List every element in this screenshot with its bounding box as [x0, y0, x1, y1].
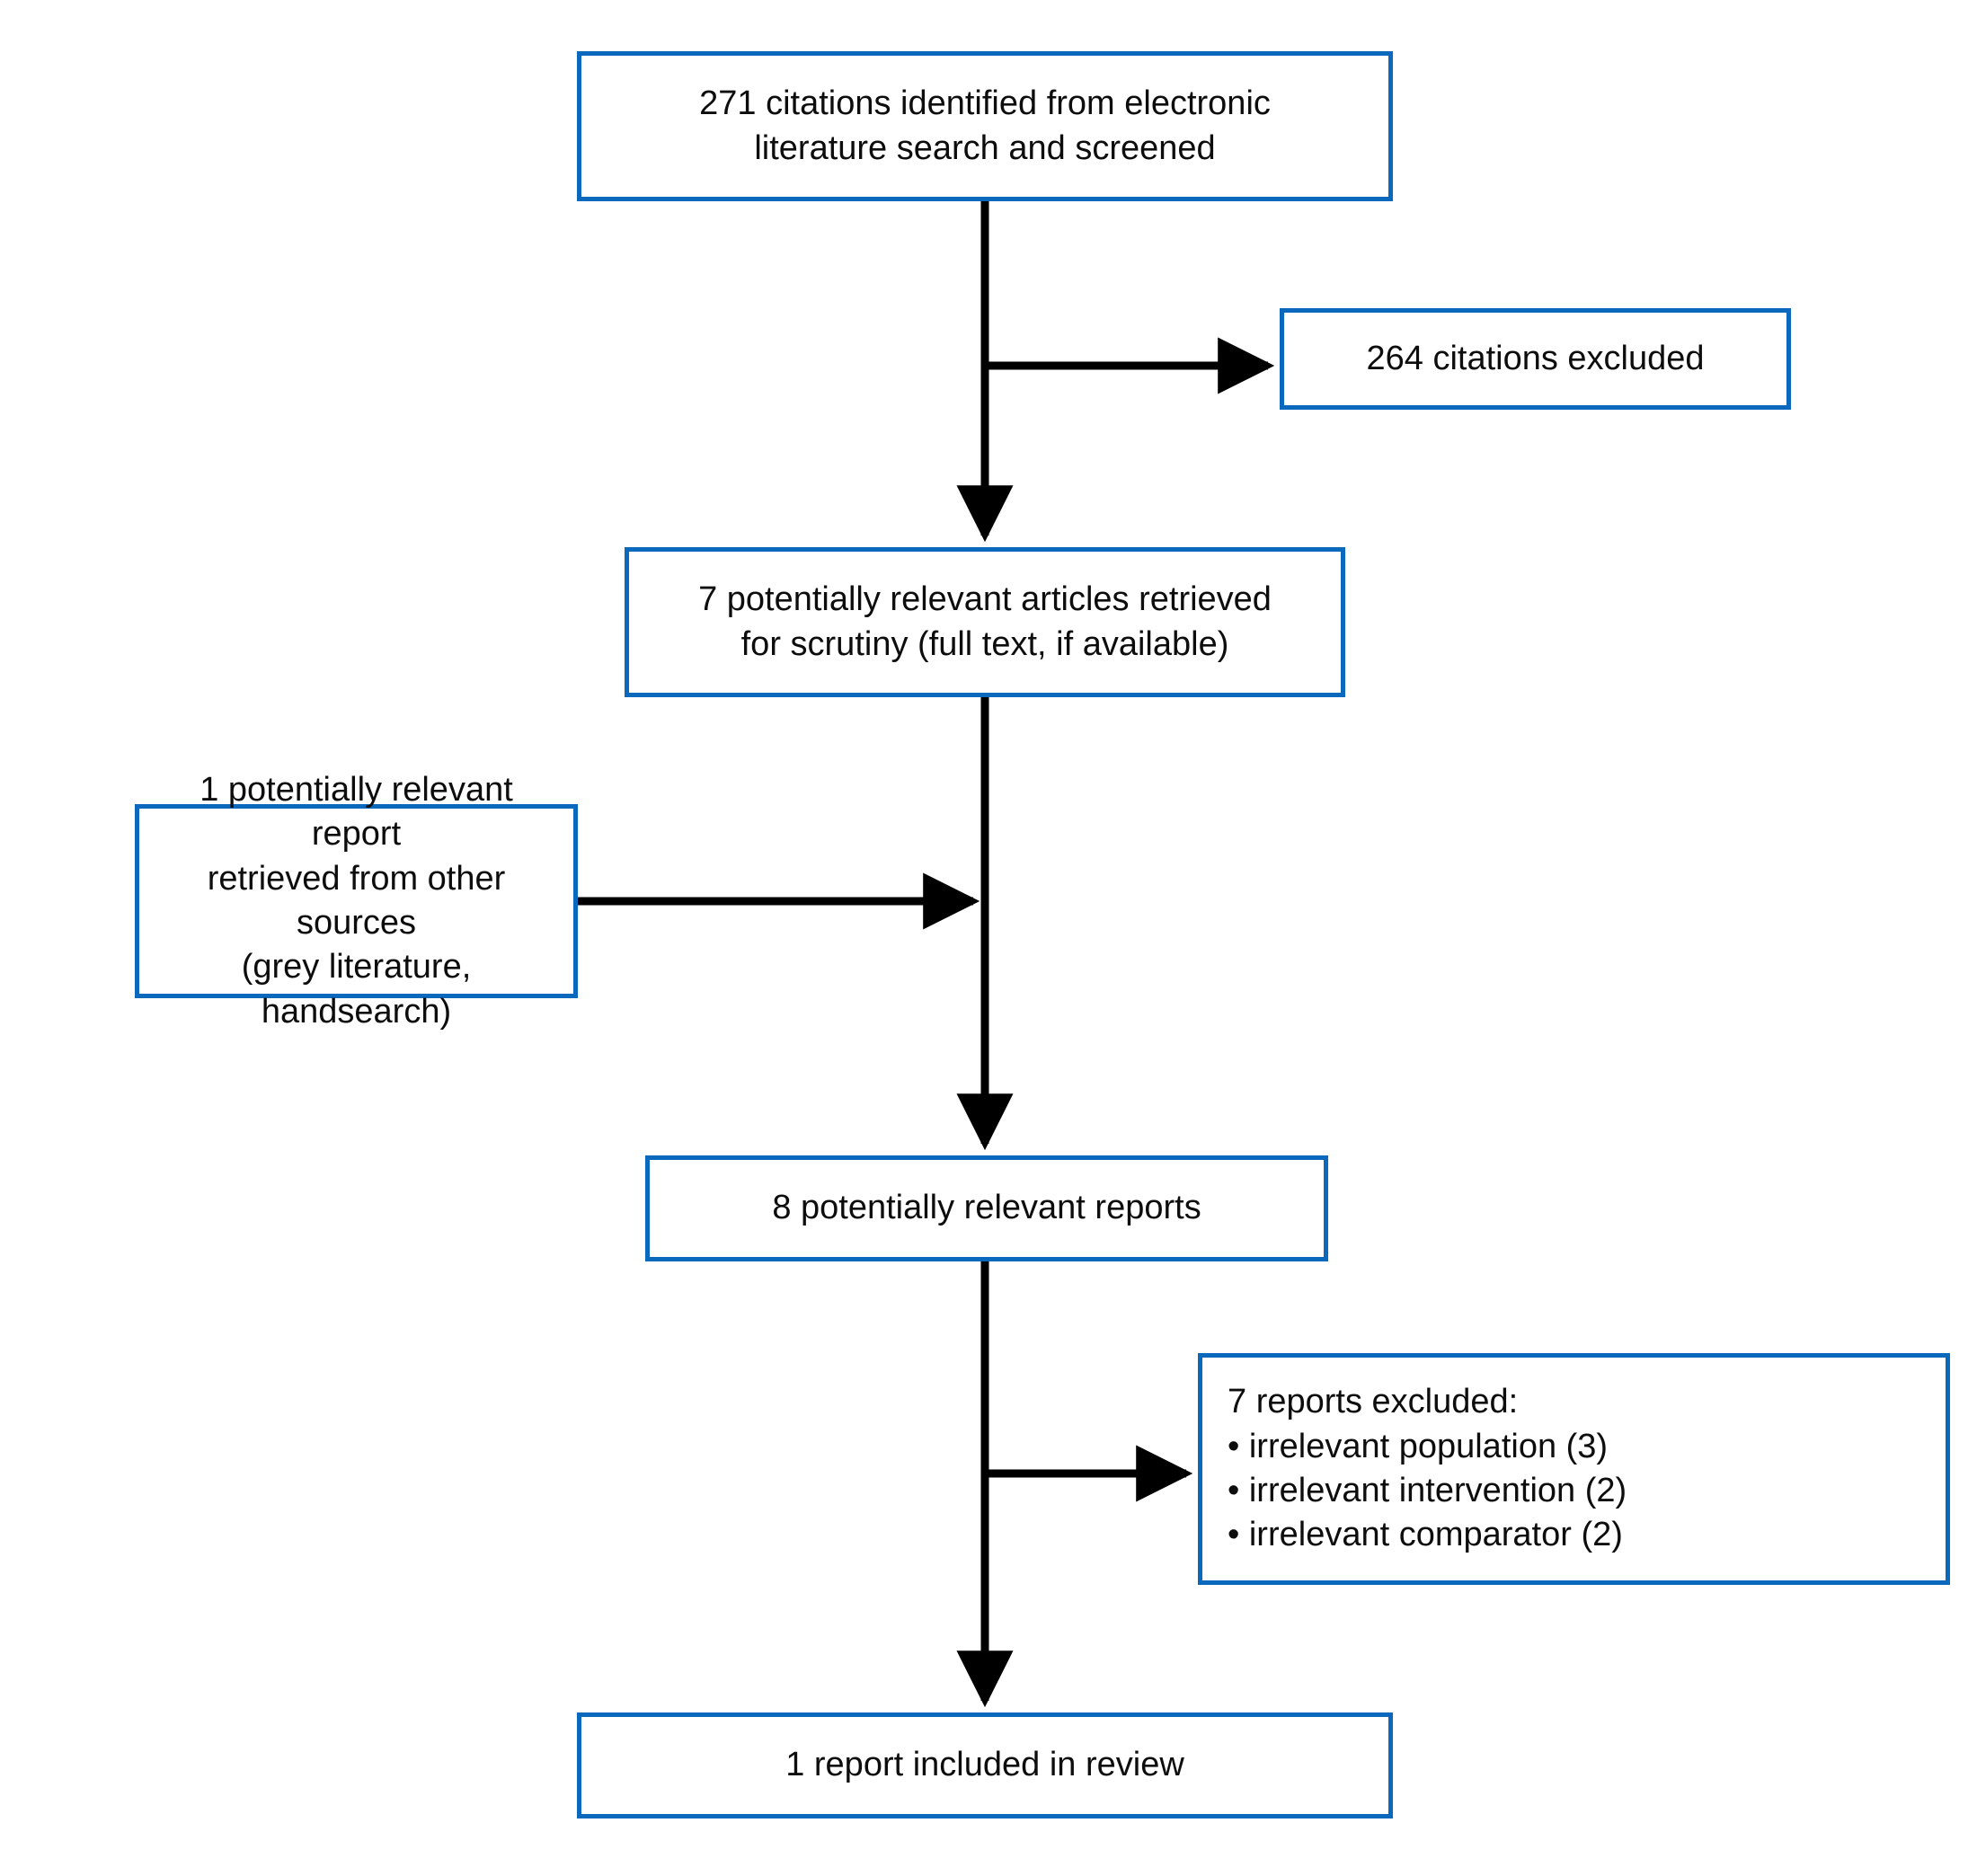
node-report-included: 1 report included in review — [577, 1712, 1393, 1818]
node-articles-retrieved-label: 7 potentially relevant articles retrieve… — [698, 580, 1272, 663]
node-potentially-relevant-reports-label: 8 potentially relevant reports — [772, 1189, 1201, 1227]
node-citations-excluded-label: 264 citations excluded — [1366, 339, 1705, 377]
node-report-included-label: 1 report included in review — [785, 1746, 1184, 1784]
node-reports-excluded-label: 7 reports excluded: • irrelevant populat… — [1228, 1383, 1627, 1554]
node-articles-retrieved: 7 potentially relevant articles retrieve… — [625, 547, 1345, 697]
node-citations-excluded: 264 citations excluded — [1280, 308, 1791, 410]
node-citations-identified: 271 citations identified from electronic… — [577, 51, 1393, 201]
node-reports-excluded: 7 reports excluded: • irrelevant populat… — [1198, 1353, 1950, 1585]
node-report-other-sources-label: 1 potentially relevant report retrieved … — [199, 770, 513, 1031]
node-potentially-relevant-reports: 8 potentially relevant reports — [645, 1155, 1328, 1261]
node-citations-identified-label: 271 citations identified from electronic… — [699, 84, 1271, 167]
node-report-other-sources: 1 potentially relevant report retrieved … — [135, 771, 578, 1031]
